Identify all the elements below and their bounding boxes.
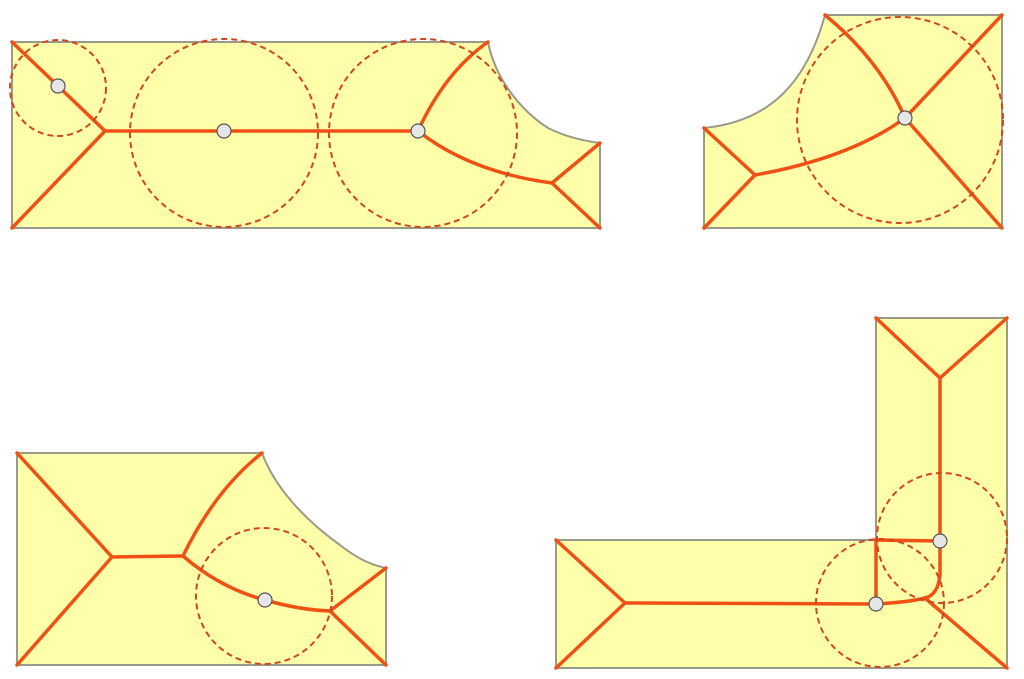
axis-branch [702,173,757,230]
axis-branch [328,566,388,613]
region-shape [16,452,387,666]
axis-branch [623,601,878,606]
inscribed-circle [9,39,107,137]
inscribed-circle [195,527,333,665]
axis-branch [554,538,627,605]
axis-branch [416,40,490,133]
inscribed-circle [129,38,319,228]
axis-branch [15,451,114,559]
axis-branch [15,555,114,667]
axis-branch [938,316,1009,380]
circle-center-node [897,110,913,126]
circle-center-node [257,592,273,608]
panel-top-left [9,38,602,230]
circle-center-node [216,123,232,139]
panel-top-right [702,13,1004,230]
panel-bottom-right [554,316,1009,670]
axis-branch [554,601,627,670]
axis-branch [181,451,264,558]
circle-center-node [410,123,426,139]
axis-branch [903,13,1004,120]
region-shape [703,14,1003,229]
medial-axis [554,316,1009,670]
axis-branch [10,129,107,230]
circle-center-node [868,596,884,612]
axis-branch [416,129,554,185]
circle-center-node [932,533,948,549]
axis-branch [110,554,185,559]
axis-branch [874,316,942,380]
axis-branch [823,13,907,120]
circle-center-node [50,78,66,94]
axis-branch [328,609,388,667]
axis-branch [874,538,942,543]
region-shape [11,41,601,229]
axis-branch [753,116,907,177]
axis-branch [923,376,942,600]
axis-branch [903,116,1004,230]
axis-branch [702,126,757,177]
panel-bottom-left [15,451,388,667]
medial-axis [702,13,1004,230]
axis-branch [550,181,602,230]
axis-branch [550,141,602,185]
inscribed-circle [328,38,518,228]
inscribed-circle [796,16,1004,224]
inscribed-circle [876,472,1008,604]
axis-branch [923,596,1009,670]
inscribed-circle [815,538,945,668]
